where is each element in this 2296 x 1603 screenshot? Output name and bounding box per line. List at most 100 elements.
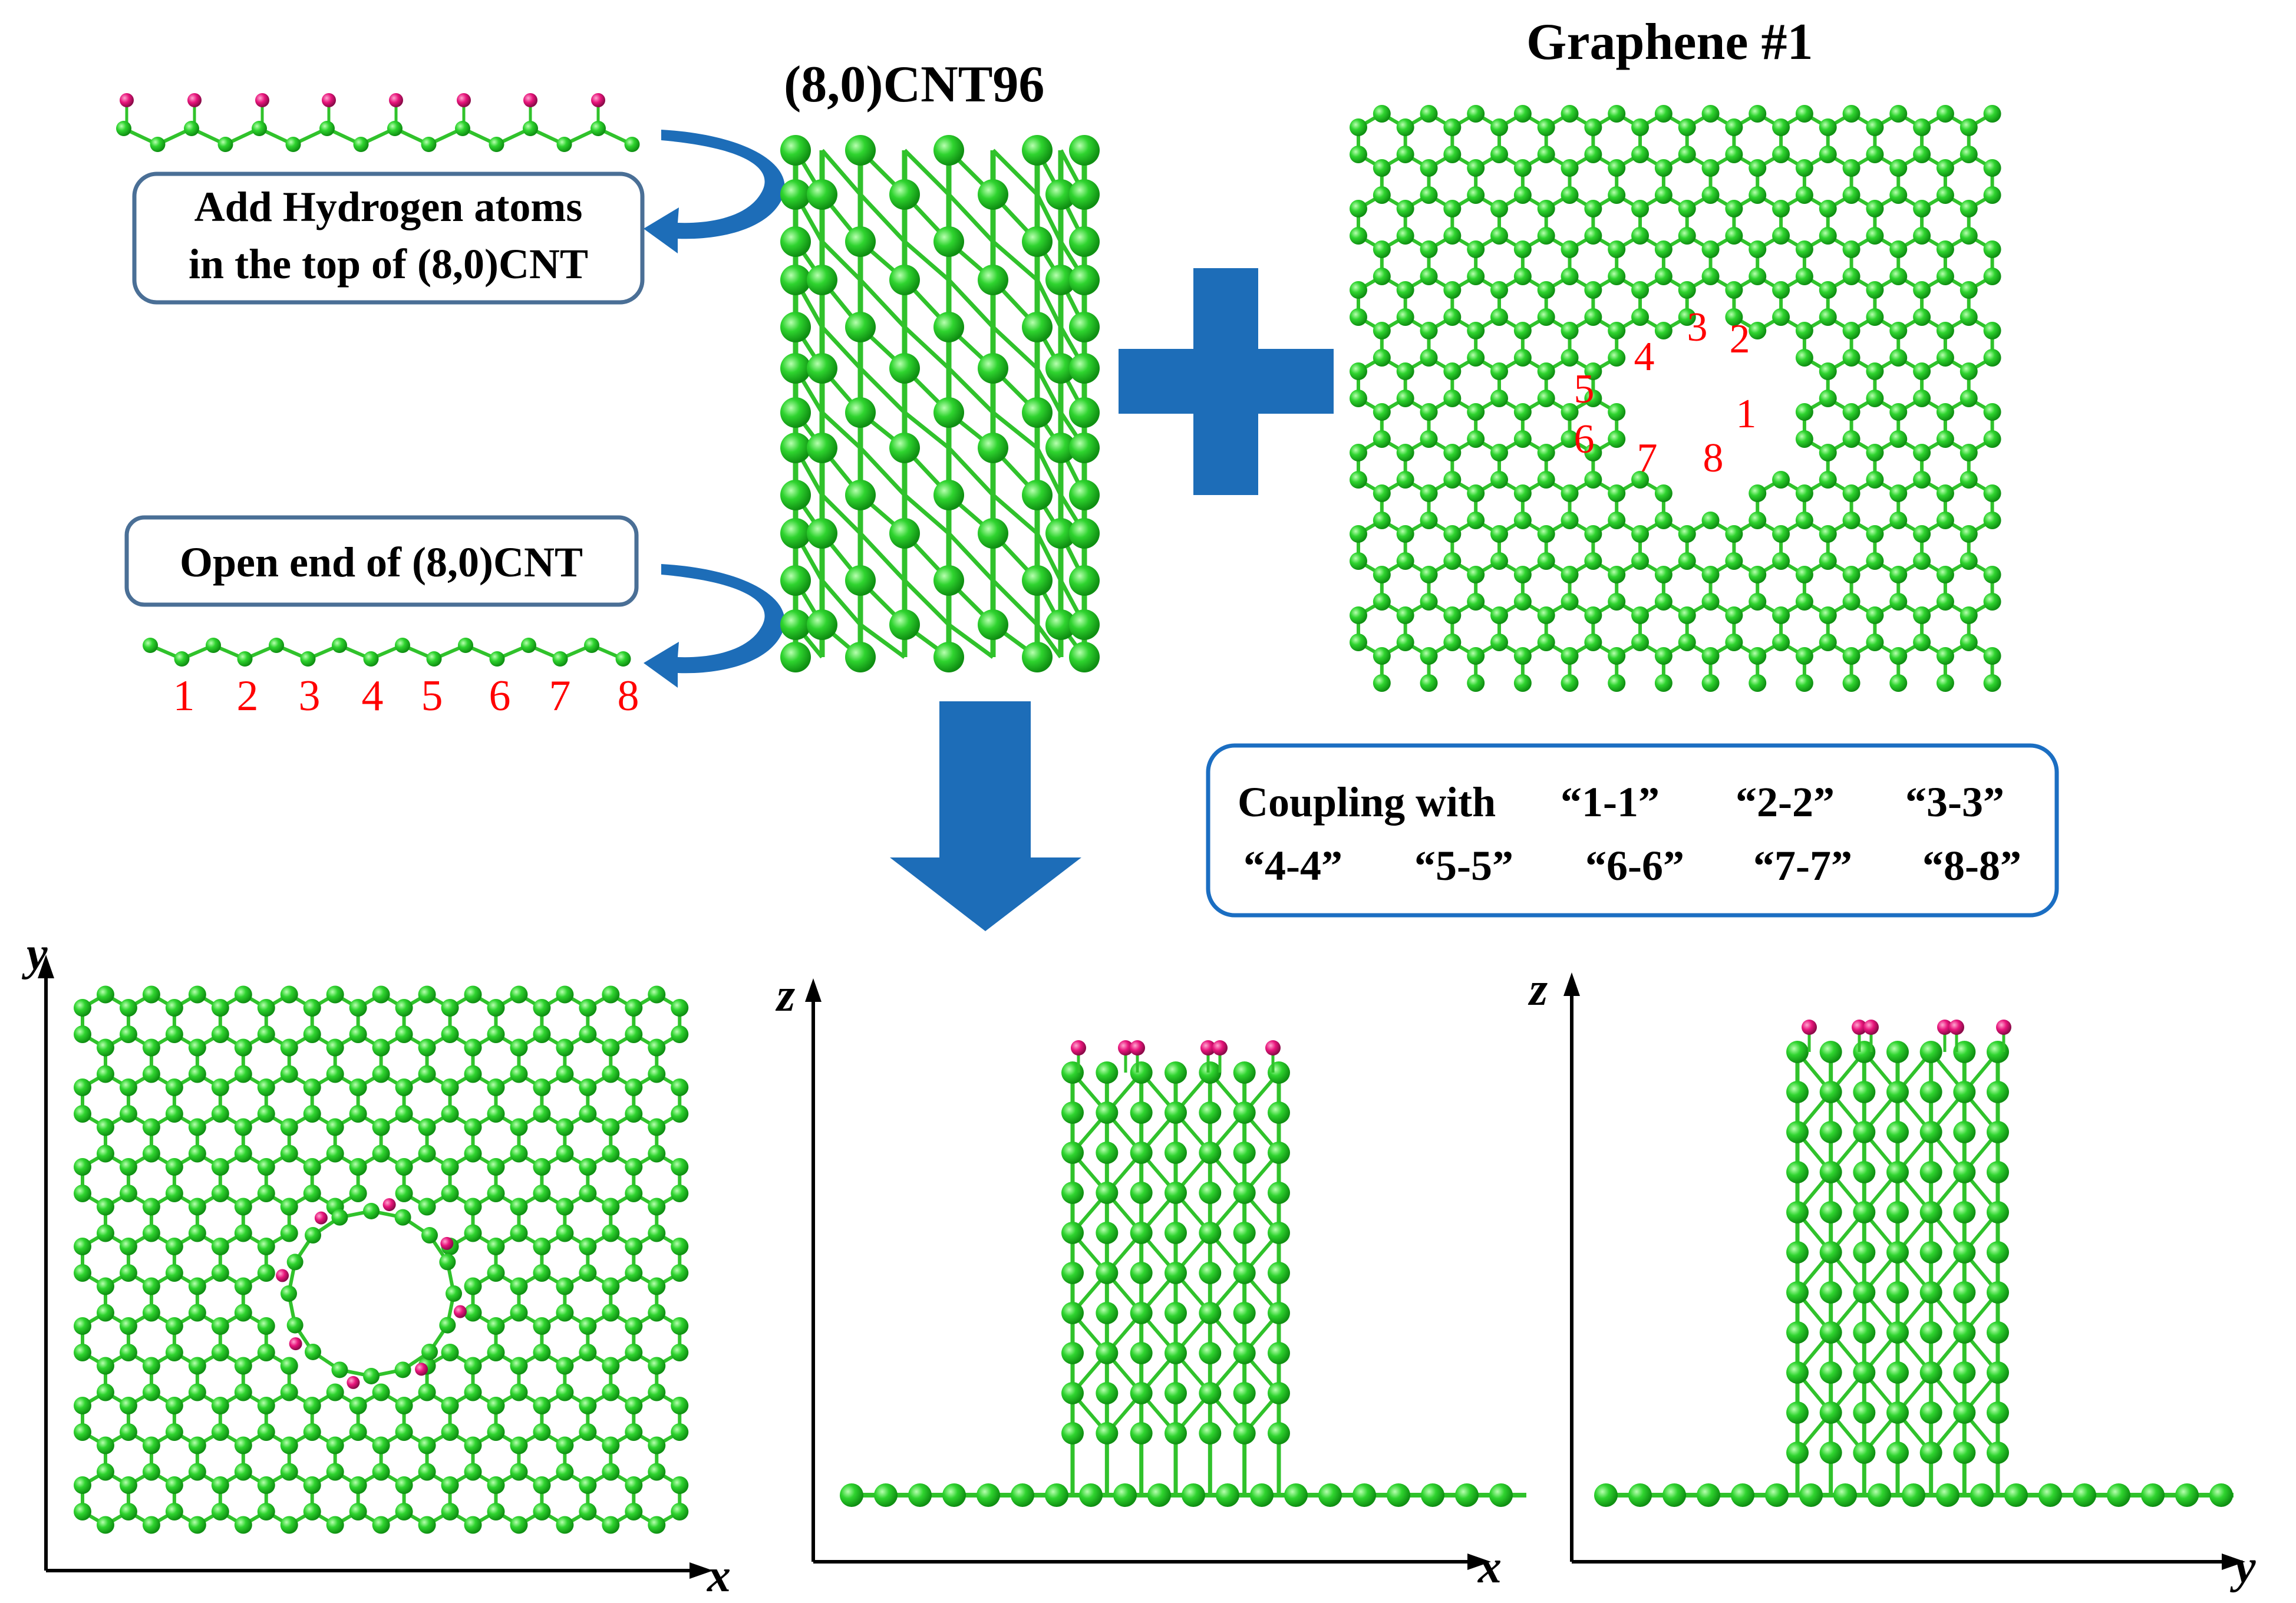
side-xz-x-label: x [1477, 1541, 1502, 1593]
carbon-atom [625, 1238, 643, 1255]
carbon-atom [165, 1078, 183, 1096]
carbon-atom [845, 565, 876, 596]
carbon-atom [1959, 471, 1978, 489]
carbon-atom [188, 1144, 206, 1163]
carbon-atom [978, 265, 1008, 295]
carbon-atom [395, 1025, 413, 1043]
carbon-atom [1373, 186, 1391, 204]
bond [820, 149, 862, 196]
carbon-atom [1953, 1281, 1976, 1304]
carbon-atom [1833, 1483, 1857, 1507]
add-hydrogen-box: Add Hydrogen atoms in the top of (8,0)CN… [132, 171, 645, 305]
carbon-atom [1765, 1483, 1789, 1507]
carbon-atom [441, 1158, 459, 1176]
carbon-atom [1350, 471, 1367, 489]
carbon-atom [602, 1383, 620, 1401]
bond [903, 493, 951, 535]
carbon-atom [326, 1463, 344, 1481]
carbon-atom [1631, 200, 1650, 217]
carbon-atom [1490, 552, 1509, 570]
carbon-atom [671, 1078, 689, 1096]
hydrogen-atom [314, 1211, 328, 1225]
carbon-atom [1936, 1483, 1959, 1507]
carbon-atom [372, 985, 390, 1004]
carbon-atom [1513, 674, 1532, 692]
carbon-atom [942, 1483, 966, 1507]
carbon-atom [280, 1224, 298, 1242]
carbon-atom [1919, 1241, 1942, 1264]
carbon-atom [807, 265, 837, 295]
carbon-atom [602, 1118, 620, 1136]
hydrogen-atom [389, 93, 403, 107]
carbon-atom [487, 1105, 505, 1123]
carbon-atom [487, 1344, 505, 1361]
carbon-atom [1913, 606, 1931, 624]
side-view-xz-structure [840, 1040, 1526, 1507]
carbon-atom [1061, 1182, 1084, 1204]
carbon-atom [533, 1264, 551, 1282]
carbon-atom [142, 1198, 160, 1216]
carbon-atom [1701, 240, 1720, 258]
carbon-atom [1987, 1201, 2009, 1223]
carbon-atom [889, 265, 920, 295]
carbon-atom [188, 1383, 206, 1401]
carbon-atom [1396, 390, 1414, 407]
carbon-atom [1819, 200, 1837, 217]
carbon-atom [441, 999, 459, 1017]
carbon-atom [602, 985, 620, 1004]
carbon-atom [489, 137, 504, 152]
carbon-atom [74, 1317, 91, 1335]
carbon-atom [1233, 1142, 1256, 1164]
carbon-atom [1490, 227, 1509, 245]
hydrogen-atom [457, 93, 471, 107]
top-view-axes: y x [21, 928, 731, 1602]
carbon-atom [1913, 552, 1931, 570]
hydrogen-atom [1200, 1040, 1216, 1056]
carbon-atom [1936, 268, 1954, 285]
carbon-atom [1467, 512, 1485, 529]
carbon-atom [119, 1317, 137, 1335]
carbon-atom [1701, 566, 1720, 583]
carbon-atom [1396, 146, 1414, 163]
carbon-atom [533, 999, 551, 1017]
carbon-atom [1678, 525, 1696, 543]
carbon-atom [1913, 146, 1931, 163]
carbon-atom [349, 1025, 367, 1043]
carbon-atom [1350, 390, 1367, 407]
carbon-atom [1147, 1483, 1171, 1507]
carbon-atom [780, 135, 811, 166]
carbon-atom [280, 1065, 298, 1083]
hole-number-7: 7 [1637, 436, 1658, 481]
carbon-atom [286, 1317, 304, 1334]
carbon-atom [1842, 159, 1860, 177]
carbon-atom [807, 353, 837, 384]
carbon-atom [487, 1264, 505, 1282]
carbon-atom [510, 1463, 528, 1481]
carbon-atom [142, 1144, 160, 1163]
carbon-atom [1701, 268, 1720, 285]
carbon-atom [74, 1476, 91, 1494]
top-view-lattice [74, 985, 689, 1534]
carbon-atom [464, 1357, 482, 1375]
carbon-atom [1584, 308, 1602, 326]
bond [903, 325, 951, 370]
carbon-atom [1678, 308, 1696, 326]
carbon-atom [978, 179, 1008, 210]
carbon-atom [602, 1144, 620, 1163]
carbon-atom [1889, 268, 1908, 285]
carbon-atom [1584, 390, 1602, 407]
carbon-atom [510, 1436, 528, 1454]
carbon-atom [2004, 1483, 2028, 1507]
carbon-atom [1919, 1081, 1942, 1103]
carbon-atom [1350, 281, 1367, 299]
carbon-atom [1889, 593, 1908, 611]
carbon-atom [165, 1105, 183, 1123]
carbon-atom [648, 1357, 666, 1375]
carbon-atom [395, 1503, 413, 1520]
carbon-atom [286, 1254, 304, 1271]
carbon-atom [1061, 1142, 1084, 1164]
carbon-atom [1443, 308, 1462, 326]
carbon-atom [1983, 159, 2001, 177]
carbon-atom [780, 226, 811, 257]
carbon-atom [1631, 281, 1650, 299]
